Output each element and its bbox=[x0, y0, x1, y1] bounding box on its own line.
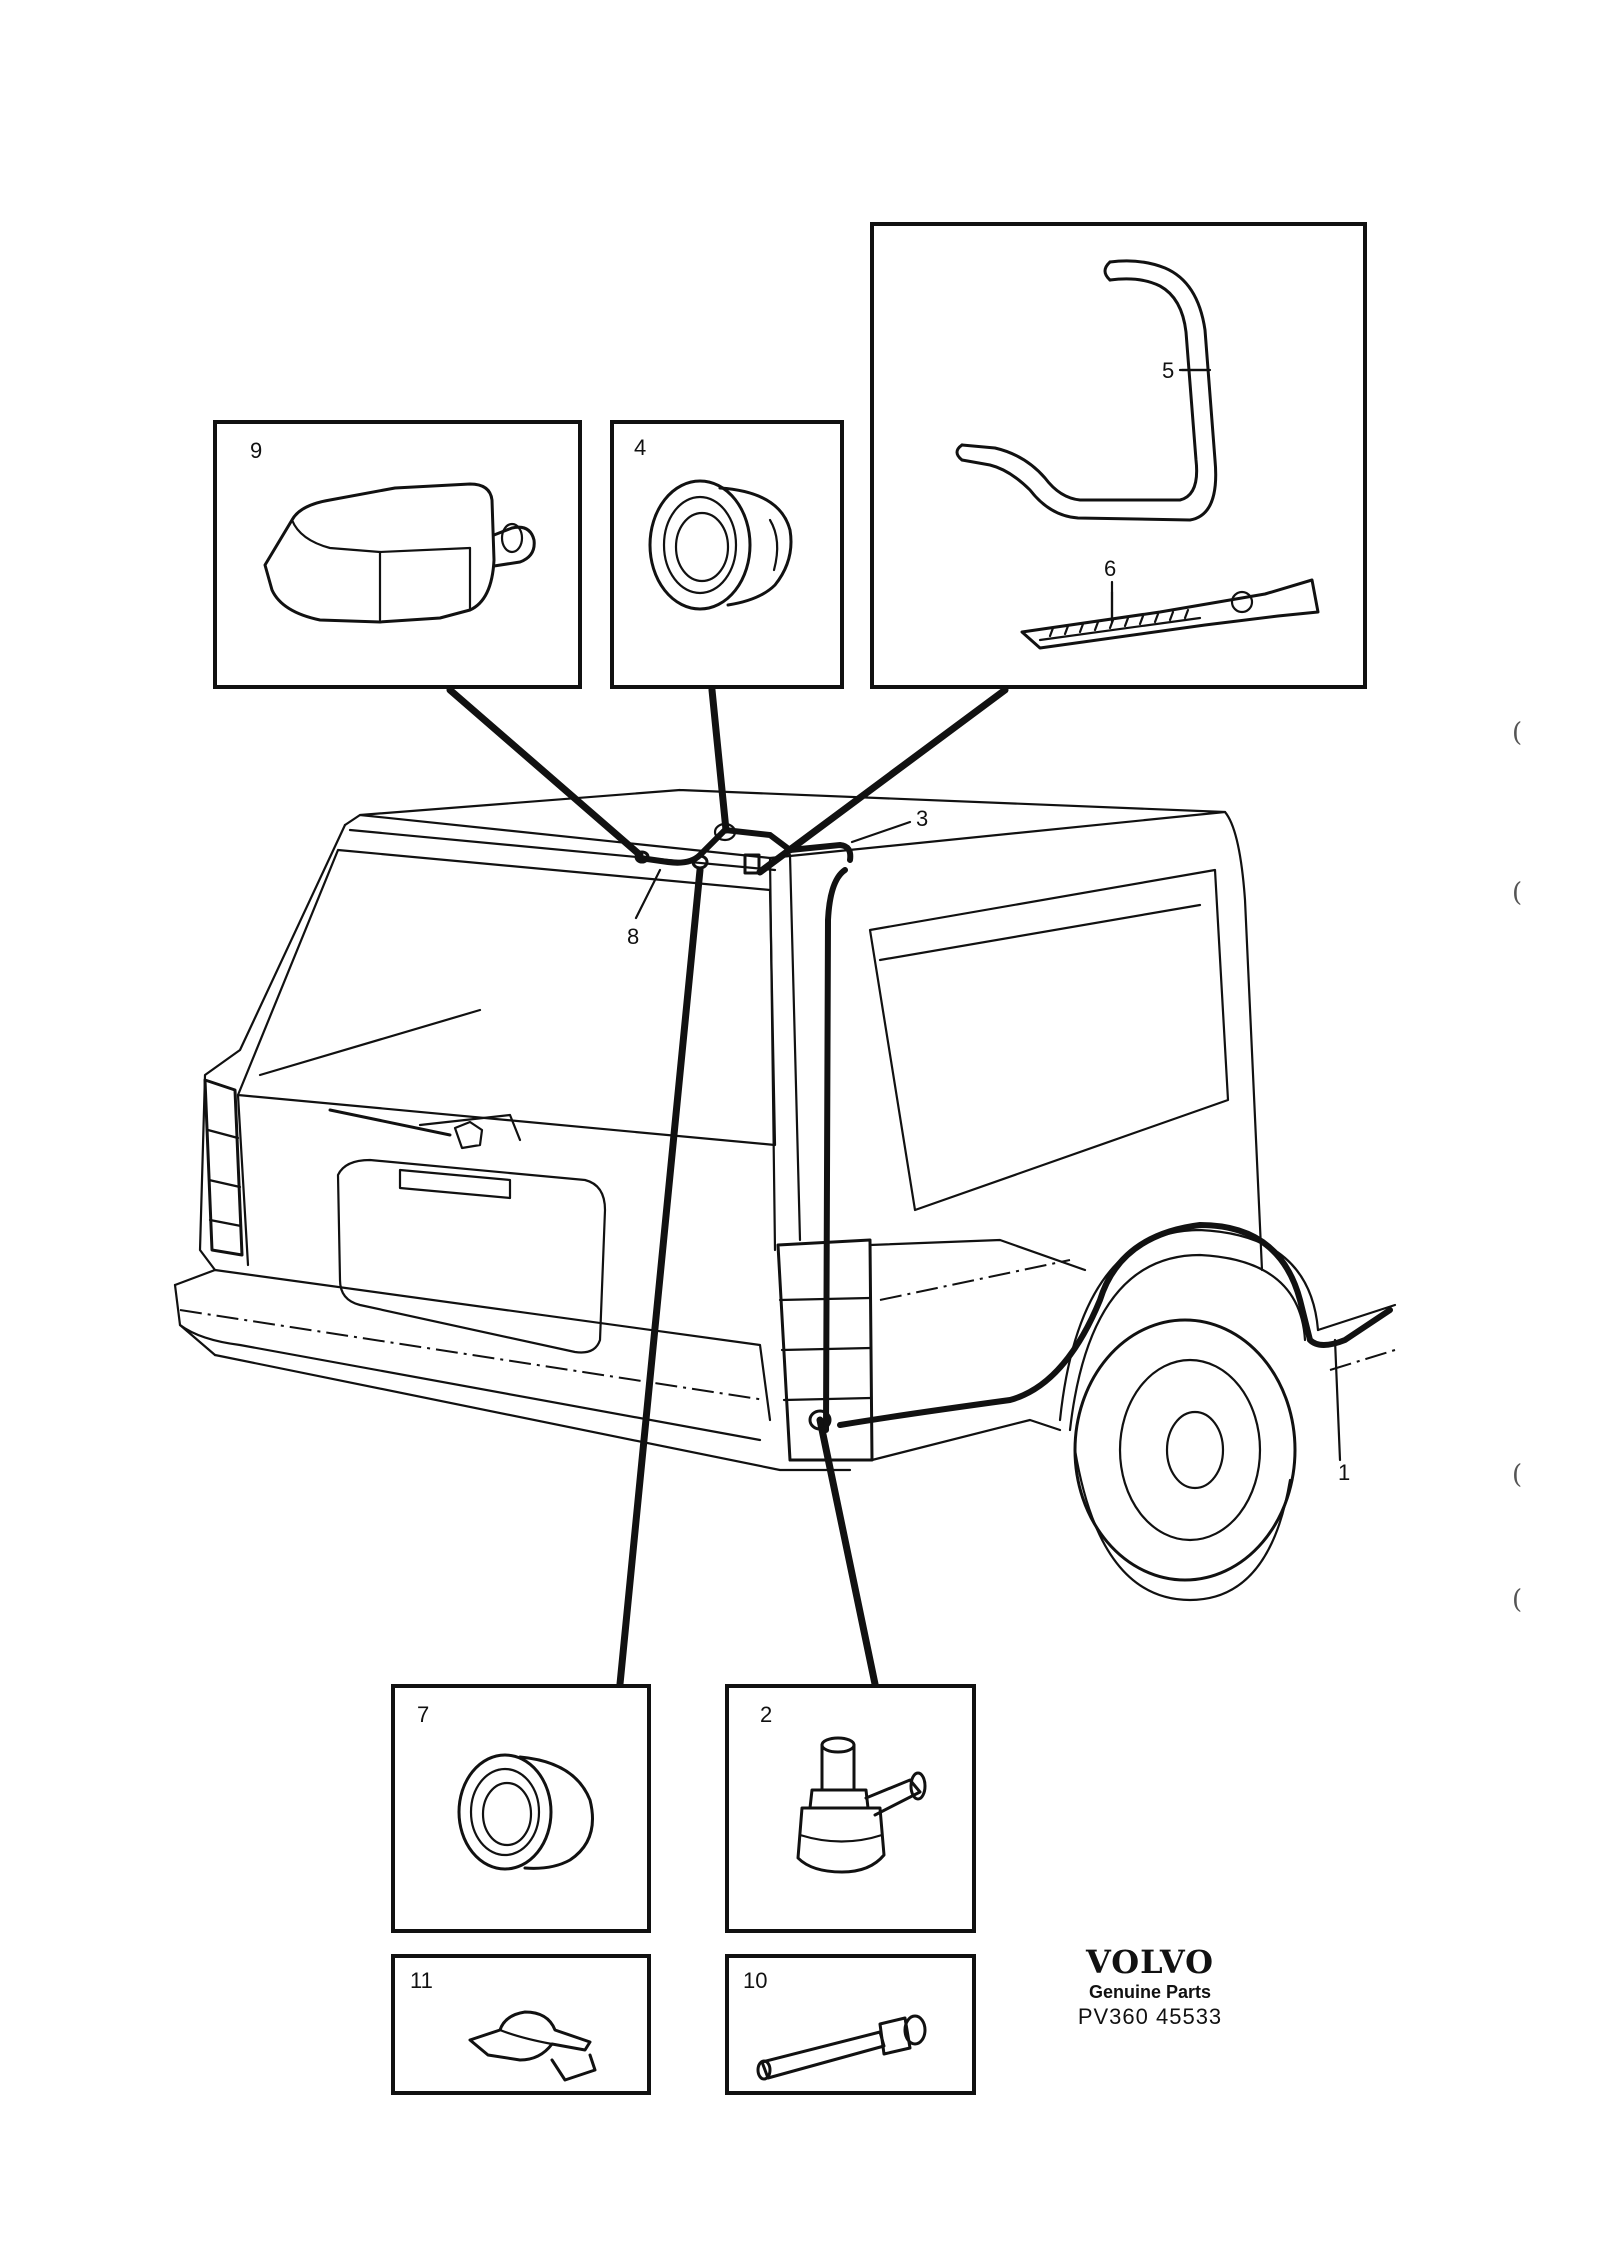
callout-6: 6 bbox=[1104, 556, 1116, 581]
valve-site-2 bbox=[808, 1409, 832, 1431]
detail-box-11 bbox=[391, 1954, 651, 2095]
callout-11: 11 bbox=[410, 1968, 433, 1993]
detail-box-7 bbox=[391, 1684, 651, 1933]
margin-mark-4: ( bbox=[1512, 1585, 1523, 1615]
hose-roof-3 bbox=[637, 826, 854, 866]
callout-5: 5 bbox=[1162, 358, 1174, 383]
hose-joint-8 bbox=[691, 854, 709, 870]
callout-10: 10 bbox=[743, 1968, 767, 1993]
detail-box-2 bbox=[725, 1684, 976, 1933]
callout-9: 9 bbox=[250, 438, 262, 463]
part-11-drawing bbox=[468, 2010, 597, 2082]
callout-7: 7 bbox=[417, 1702, 429, 1727]
hose-routing bbox=[634, 822, 1393, 1433]
detail-box-9 bbox=[213, 420, 582, 689]
part-2-drawing bbox=[796, 1736, 927, 1874]
vehicle-outline bbox=[173, 788, 1397, 1602]
label-line-1 bbox=[1333, 1338, 1342, 1462]
part-diagram-code: PV360 45533 bbox=[1077, 2004, 1223, 2029]
detail-box-10 bbox=[725, 1954, 976, 2095]
leader-line-2 bbox=[816, 1416, 879, 1688]
hose-joint-9-site bbox=[743, 853, 761, 875]
part-6-drawing bbox=[1020, 578, 1320, 650]
volvo-logo: VOLVO bbox=[1086, 1943, 1214, 1981]
label-line-3 bbox=[850, 820, 912, 844]
callout-8: 8 bbox=[627, 924, 639, 949]
hose-pillar-1 bbox=[823, 867, 848, 1433]
part-9-drawing bbox=[263, 482, 536, 624]
leader-line-9 bbox=[446, 686, 644, 859]
margin-mark-3: ( bbox=[1512, 1460, 1523, 1490]
part-7-drawing bbox=[457, 1753, 594, 1871]
callout-4: 4 bbox=[634, 435, 646, 460]
hose-side-1 bbox=[837, 1221, 1393, 1428]
callout-3: 3 bbox=[916, 806, 928, 831]
leader-line-4 bbox=[708, 686, 730, 834]
callout-2: 2 bbox=[760, 1702, 772, 1727]
label-line-8 bbox=[634, 868, 662, 920]
detail-box-5-6 bbox=[870, 222, 1367, 689]
part-5-drawing bbox=[955, 259, 1218, 522]
part-10-drawing bbox=[756, 2014, 927, 2081]
leader-line-7 bbox=[616, 866, 704, 1688]
brand-subtitle: Genuine Parts bbox=[1088, 1982, 1212, 2002]
margin-mark-2: ( bbox=[1512, 878, 1523, 908]
margin-mark-1: ( bbox=[1512, 718, 1523, 748]
leader-line-5-6 bbox=[756, 686, 1009, 876]
detail-box-4 bbox=[610, 420, 844, 689]
part-4-drawing bbox=[648, 479, 793, 611]
callout-1: 1 bbox=[1338, 1460, 1350, 1485]
